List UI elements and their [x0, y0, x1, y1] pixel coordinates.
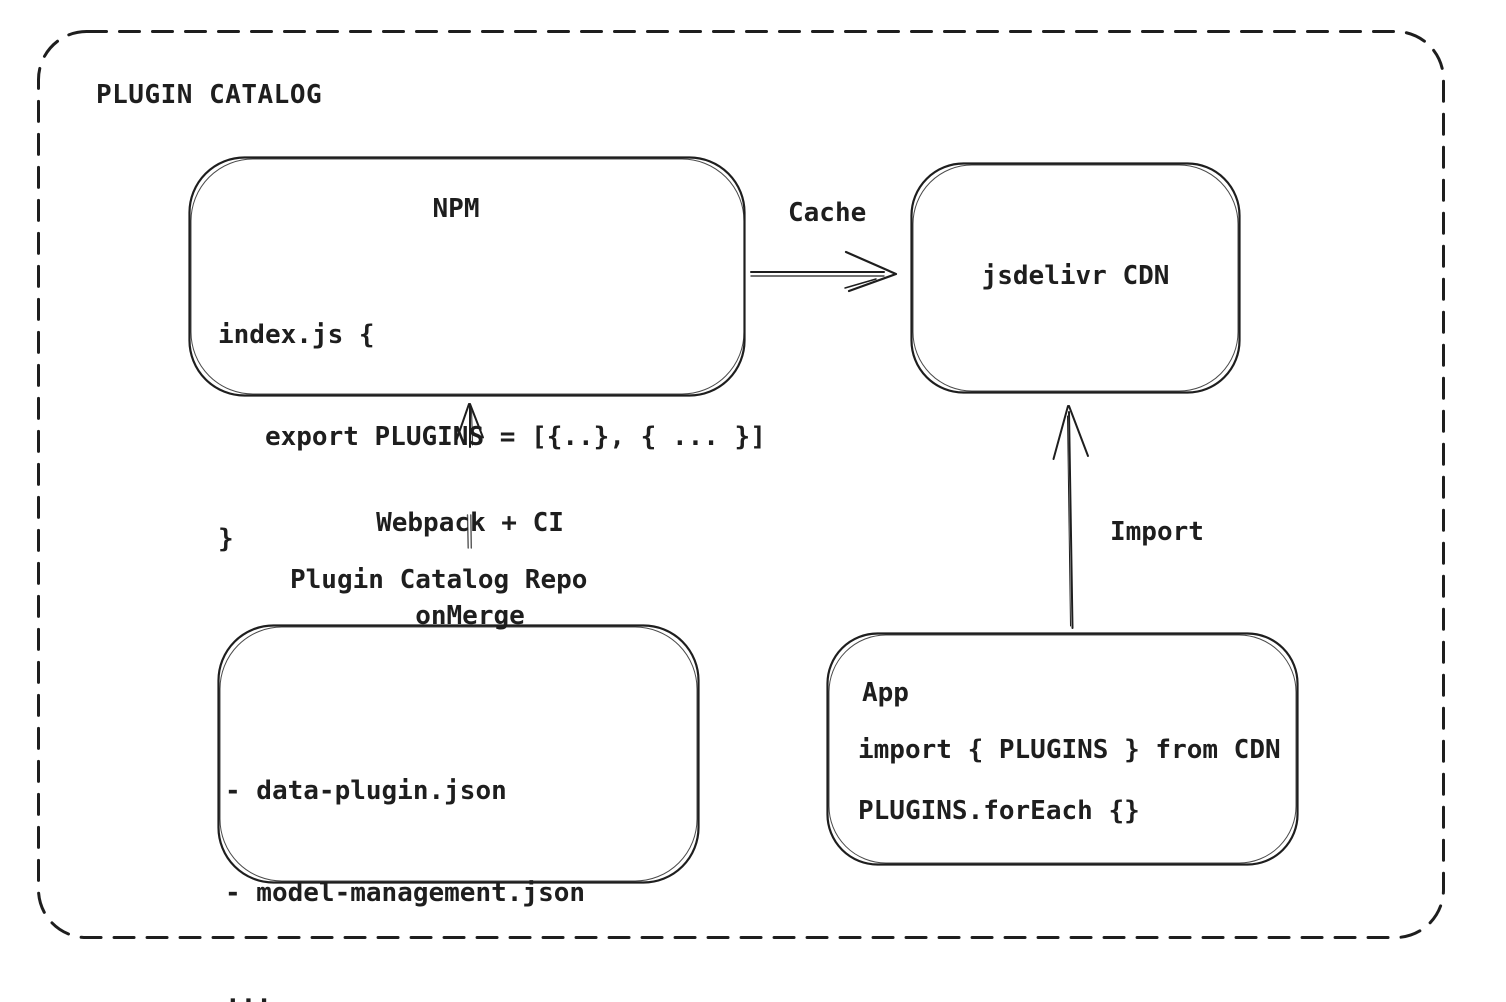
build-arrow-label-line: Webpack + CI — [376, 508, 564, 538]
repo-box-label: Plugin Catalog Repo — [290, 565, 588, 595]
build-arrow-label-line: onMerge — [415, 601, 525, 631]
app-code-line: PLUGINS.forEach {} — [858, 796, 1140, 826]
app-box — [828, 634, 1298, 865]
repo-file-item: ... — [225, 980, 272, 1002]
npm-box — [190, 158, 745, 396]
app-code-line: import { PLUGINS } from CDN — [858, 735, 1281, 765]
cdn-box-label: jsdelivr CDN — [981, 261, 1170, 291]
build-arrow — [457, 404, 484, 447]
diagram-title: PLUGIN CATALOG — [96, 80, 323, 110]
repo-label-connector — [468, 515, 472, 548]
npm-box-title: NPM — [432, 194, 480, 224]
cache-arrow-label: Cache — [788, 198, 867, 228]
npm-code-line: } — [218, 524, 234, 554]
npm-code-line: export PLUGINS = [{..}, { ... }] — [218, 422, 766, 452]
repo-file-item: - model-management.json — [225, 878, 586, 908]
repo-box — [219, 626, 699, 883]
cdn-box — [912, 164, 1240, 393]
import-arrow — [1054, 406, 1089, 628]
plugin-catalog-boundary — [39, 32, 1444, 938]
repo-file-item: - data-plugin.json — [225, 776, 507, 806]
repo-file-list: - data-plugin.json - model-management.js… — [225, 706, 585, 1002]
cache-arrow — [751, 252, 896, 291]
npm-code-block: index.js { export PLUGINS = [{..}, { ...… — [218, 250, 766, 624]
npm-code-line: index.js { — [218, 320, 375, 350]
import-arrow-label: Import — [1110, 517, 1204, 547]
app-box-title: App — [862, 678, 909, 708]
build-arrow-label: Webpack + CI onMerge — [280, 446, 660, 694]
